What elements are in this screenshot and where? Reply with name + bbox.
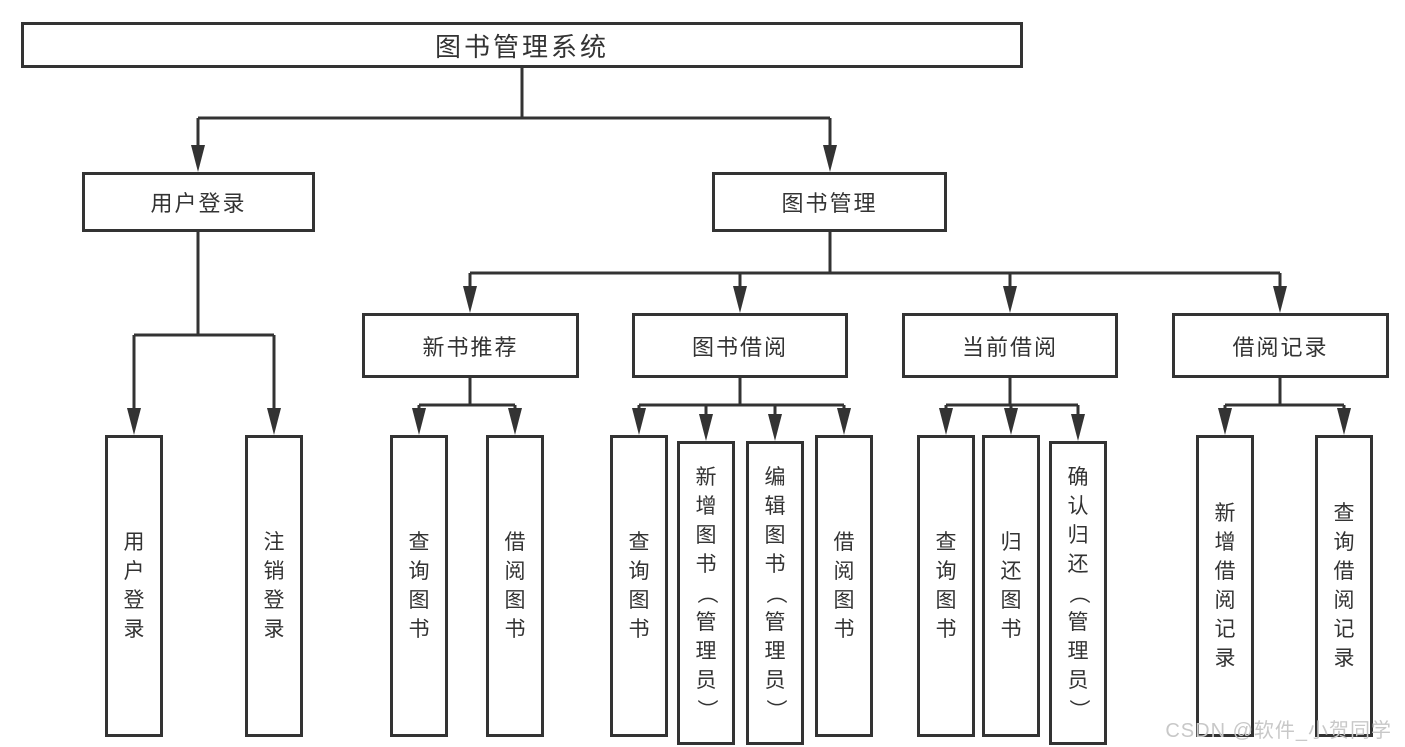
node-label: 图书管理 [781, 191, 878, 216]
leaf-user-login: 用户登录 [105, 435, 163, 737]
node-library-management-system: 图书管理系统 [21, 22, 1023, 68]
node-label: 当前借阅 [961, 334, 1058, 360]
node-label: 图书借阅 [691, 334, 788, 360]
node-current-borrow: 当前借阅 [902, 313, 1118, 378]
node-borrow-records: 借阅记录 [1172, 313, 1389, 378]
leaf-add-book-admin: 新增图书（管理员） [677, 441, 735, 745]
csdn-watermark: CSDN @软件_小贺同学 [1165, 720, 1392, 742]
node-new-book-recommend: 新书推荐 [362, 313, 579, 378]
connector-borrow-records [1223, 378, 1346, 414]
node-book-management-branch: 图书管理 [712, 172, 947, 232]
connector-new-book-recommend [417, 378, 517, 414]
leaf-borrow-books: 借阅图书 [815, 435, 873, 737]
leaf-logout: 注销登录 [245, 435, 303, 737]
leaf-query-books: 查询图书 [390, 435, 448, 737]
leaf-borrow-books: 借阅图书 [486, 435, 544, 737]
leaf-confirm-return-admin: 确认归还（管理员） [1049, 441, 1107, 745]
node-label: 借阅记录 [1232, 334, 1329, 360]
node-label: 图书管理系统 [434, 31, 609, 62]
leaf-query-books: 查询图书 [610, 435, 668, 737]
connector-book-mgmt-branch [468, 232, 1282, 293]
leaf-return-books: 归还图书 [982, 435, 1040, 737]
connector-root-stem [196, 68, 832, 150]
leaf-query-books: 查询图书 [917, 435, 975, 737]
node-user-login-branch: 用户登录 [82, 172, 315, 232]
leaf-edit-book-admin: 编辑图书（管理员） [746, 441, 804, 745]
leaf-query-borrow-record: 查询借阅记录 [1315, 435, 1373, 737]
connector-book-borrow [637, 378, 846, 419]
node-label: 新书推荐 [422, 334, 519, 360]
node-label: 用户登录 [150, 191, 247, 216]
connector-user-login-branch [132, 232, 276, 413]
arrowheads [127, 145, 1351, 441]
node-book-borrow: 图书借阅 [632, 313, 848, 378]
leaf-add-borrow-record: 新增借阅记录 [1196, 435, 1254, 737]
